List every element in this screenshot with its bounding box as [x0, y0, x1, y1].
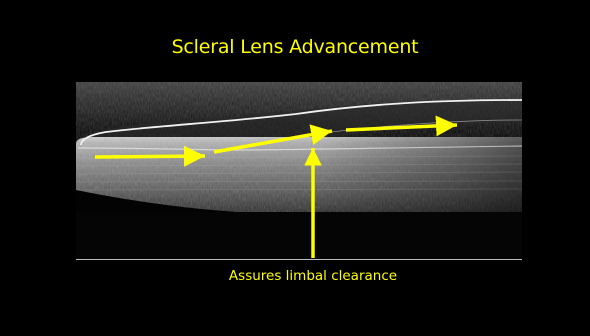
slide-caption: Assures limbal clearance: [0, 267, 590, 285]
arrow-segment-3: [346, 125, 457, 130]
arrow-segment-1: [95, 156, 205, 157]
